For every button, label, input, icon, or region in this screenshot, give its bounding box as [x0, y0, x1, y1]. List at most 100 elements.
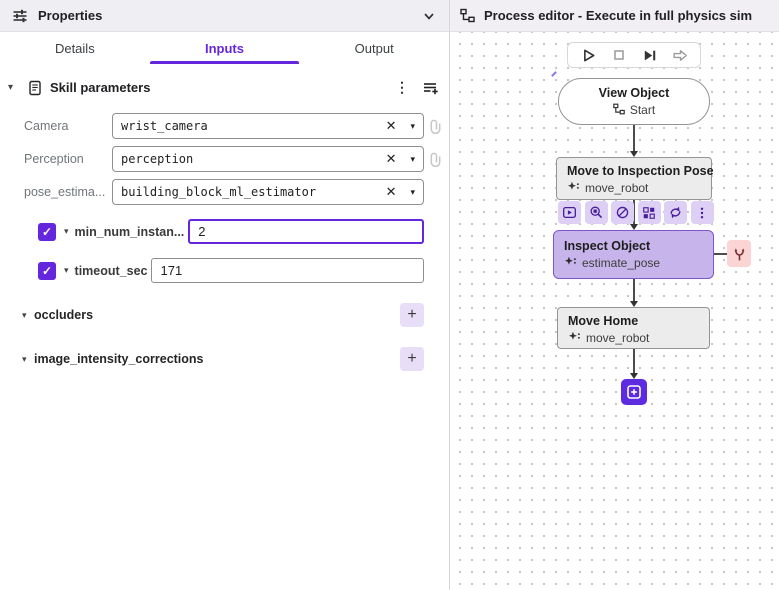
timeout-sec-input[interactable] [151, 258, 424, 283]
tab-output-label: Output [354, 40, 394, 56]
node-subtitle: move_robot [585, 181, 649, 195]
field-label: pose_estima... [24, 185, 106, 199]
list-row-image-intensity-corrections: ▾ image_intensity_corrections + [22, 347, 443, 371]
node-move-home[interactable]: Move Home move_robot [557, 307, 710, 349]
add-node-button[interactable] [621, 379, 647, 405]
section-title: Skill parameters [50, 80, 151, 95]
edge-inspect-to-home [633, 279, 635, 302]
field-row-camera: Camera wrist_camera ✕ ▾ [24, 113, 443, 139]
more-options-icon[interactable]: ⋮ [395, 79, 409, 95]
expand-caret-icon[interactable]: ▾ [22, 353, 27, 364]
edge-arrowhead [629, 373, 638, 379]
dropdown-caret-icon[interactable]: ▾ [410, 186, 415, 197]
dropdown-caret-icon[interactable]: ▾ [410, 120, 415, 131]
edge-inspect-to-branch [714, 253, 727, 255]
camera-select[interactable]: wrist_camera ✕ ▾ [112, 113, 424, 139]
schema-icon [460, 8, 476, 24]
branch-button[interactable] [727, 240, 751, 267]
expand-caret-icon[interactable]: ▾ [64, 265, 69, 275]
field-row-min-num-instances: ✓ ▾ min_num_instan... [38, 219, 443, 244]
skip-icon[interactable] [670, 45, 690, 65]
document-icon [28, 80, 44, 96]
process-editor-header: Process editor - Execute in full physics… [450, 0, 779, 32]
process-canvas[interactable]: View Object Start Move to Inspection Pos… [450, 32, 779, 590]
debug-zoom-icon[interactable] [584, 201, 608, 224]
add-image-intensity-correction-button[interactable]: + [400, 347, 424, 371]
check-icon: ✓ [41, 224, 53, 239]
pose-estimator-select[interactable]: building_block_ml_estimator ✕ ▾ [112, 179, 424, 205]
disable-icon[interactable] [611, 201, 634, 224]
field-row-perception: Perception perception ✕ ▾ [24, 146, 443, 172]
add-occluder-button[interactable]: + [400, 303, 424, 327]
stop-icon[interactable] [609, 45, 629, 65]
field-label: min_num_instan... [74, 224, 185, 239]
schema-icon [613, 103, 625, 118]
playlist-add-icon[interactable] [423, 80, 439, 96]
field-label: Perception [24, 152, 84, 166]
clear-icon[interactable]: ✕ [385, 151, 397, 166]
node-title: Move Home [568, 314, 639, 328]
more-options-icon[interactable] [690, 201, 714, 224]
run-from-here-icon[interactable] [558, 201, 581, 224]
min-num-instances-input[interactable] [188, 219, 424, 244]
pose-estimator-value: building_block_ml_estimator [121, 185, 317, 199]
tab-details[interactable]: Details [0, 32, 150, 64]
node-title: View Object [598, 85, 670, 100]
edge-arrowhead [629, 224, 638, 230]
panel-title: Properties [38, 8, 103, 23]
link-icon[interactable] [424, 151, 443, 167]
node-action-toolbar [558, 201, 714, 224]
grid-view-icon[interactable] [637, 201, 661, 224]
field-row-pose-estimator: pose_estima... building_block_ml_estimat… [24, 179, 443, 205]
camera-value: wrist_camera [121, 119, 208, 133]
expand-caret-icon[interactable]: ▾ [64, 226, 69, 236]
tune-icon [12, 8, 28, 24]
edge-move-to-inspect [633, 200, 635, 225]
process-editor-panel: Process editor - Execute in full physics… [450, 0, 779, 590]
play-icon[interactable] [578, 45, 598, 65]
node-title: Inspect Object [564, 239, 651, 253]
tab-inputs[interactable]: Inputs [149, 32, 300, 64]
skill-icon [564, 256, 577, 270]
edge-start-to-move [633, 125, 635, 152]
tab-inputs-label: Inputs [205, 40, 244, 56]
list-label: image_intensity_corrections [34, 352, 204, 366]
skill-icon [567, 181, 580, 195]
sync-icon[interactable] [664, 201, 687, 224]
clear-icon[interactable]: ✕ [385, 118, 397, 133]
node-title: Move to Inspection Pose [567, 164, 714, 178]
properties-panel: Properties Details Inputs Output ▾ Skill… [0, 0, 450, 590]
checkbox-checked[interactable]: ✓ [38, 222, 56, 241]
node-move-to-inspection-pose[interactable]: Move to Inspection Pose move_robot [556, 157, 714, 200]
perception-select[interactable]: perception ✕ ▾ [112, 146, 424, 172]
node-subtitle: Start [629, 103, 656, 117]
edge-stub [551, 71, 557, 77]
list-row-occluders: ▾ occluders + [22, 303, 443, 327]
list-label: occluders [34, 308, 94, 322]
check-icon: ✓ [41, 263, 53, 278]
skill-parameters-header: ▾ Skill parameters ⋮ [0, 65, 449, 102]
tab-details-label: Details [54, 40, 95, 56]
node-start[interactable]: View Object Start [558, 78, 710, 125]
edge-home-to-add [633, 349, 635, 374]
checkbox-checked[interactable]: ✓ [38, 261, 56, 280]
link-icon[interactable] [424, 118, 443, 134]
step-icon[interactable] [639, 45, 659, 65]
tab-output[interactable]: Output [299, 32, 449, 64]
dropdown-caret-icon[interactable]: ▾ [410, 153, 415, 164]
chevron-down-icon[interactable] [421, 8, 437, 24]
edge-arrowhead [629, 151, 638, 157]
expand-caret-icon[interactable]: ▾ [22, 309, 27, 320]
node-subtitle: move_robot [586, 331, 650, 345]
clear-icon[interactable]: ✕ [385, 184, 397, 199]
field-label: Camera [24, 119, 69, 133]
process-editor-title: Process editor - Execute in full physics… [484, 8, 753, 23]
node-inspect-object-selected[interactable]: Inspect Object estimate_pose [553, 230, 714, 279]
perception-value: perception [121, 152, 194, 166]
properties-header[interactable]: Properties [0, 0, 449, 32]
collapse-caret-icon[interactable]: ▾ [8, 82, 14, 93]
tabs: Details Inputs Output [0, 32, 449, 65]
skill-icon [568, 331, 581, 345]
inputs-form: Camera wrist_camera ✕ ▾ Perception perce… [0, 102, 449, 371]
